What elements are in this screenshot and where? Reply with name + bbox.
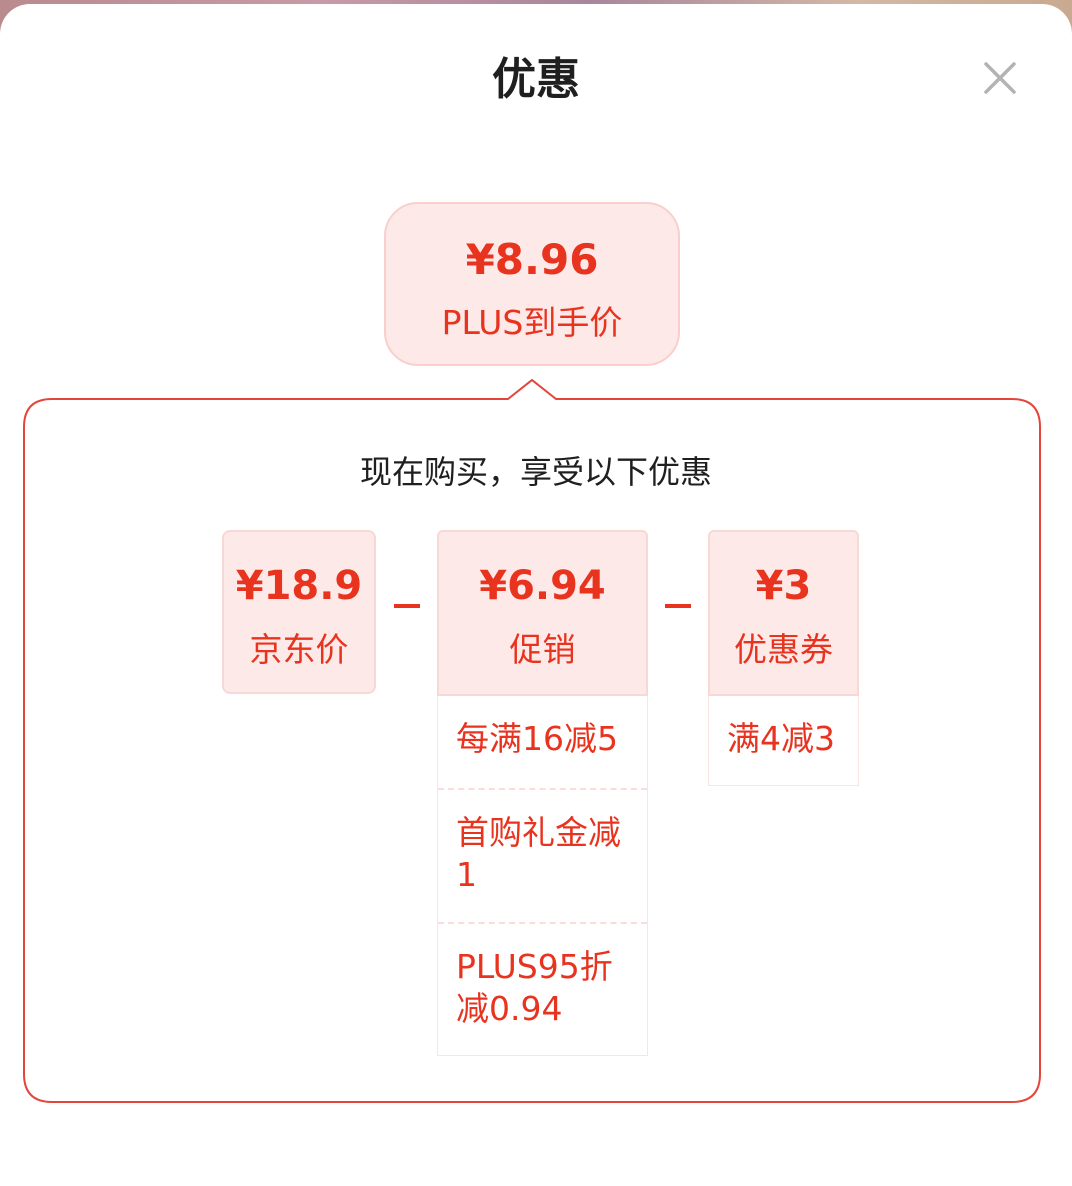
promotion-detail-item: 首购礼金减1 xyxy=(438,788,647,922)
coupon-amount: ¥3 xyxy=(755,563,812,609)
jd-price-label: 京东价 xyxy=(249,630,349,669)
promotion-detail-list: 每满16减5 首购礼金减1 PLUS95折减0.94 xyxy=(437,696,648,1056)
promotion-label: 促销 xyxy=(509,630,576,669)
coupon-detail-list: 满4减3 xyxy=(708,696,859,786)
final-price: ¥8.96 xyxy=(465,235,599,284)
promotion-detail-item: PLUS95折减0.94 xyxy=(438,922,647,1054)
promotion-amount: ¥6.94 xyxy=(479,563,606,609)
sheet-title: 优惠 xyxy=(492,54,580,105)
close-icon[interactable] xyxy=(978,56,1022,100)
breakdown-subtitle: 现在购买，享受以下优惠 xyxy=(359,453,712,491)
jd-price: ¥18.9 xyxy=(235,563,363,609)
final-price-box: ¥8.96 PLUS到手价 xyxy=(384,202,680,366)
minus-sign xyxy=(665,604,691,608)
coupon-card: ¥3 优惠券 xyxy=(708,530,859,696)
final-price-label: PLUS到手价 xyxy=(441,303,623,342)
minus-sign xyxy=(394,604,420,608)
coupon-label: 优惠券 xyxy=(734,630,833,669)
jd-price-card: ¥18.9 京东价 xyxy=(222,530,376,694)
coupon-detail-item: 满4减3 xyxy=(727,719,835,758)
promotion-detail-item: 每满16减5 xyxy=(456,719,618,758)
promotion-card: ¥6.94 促销 xyxy=(437,530,648,696)
